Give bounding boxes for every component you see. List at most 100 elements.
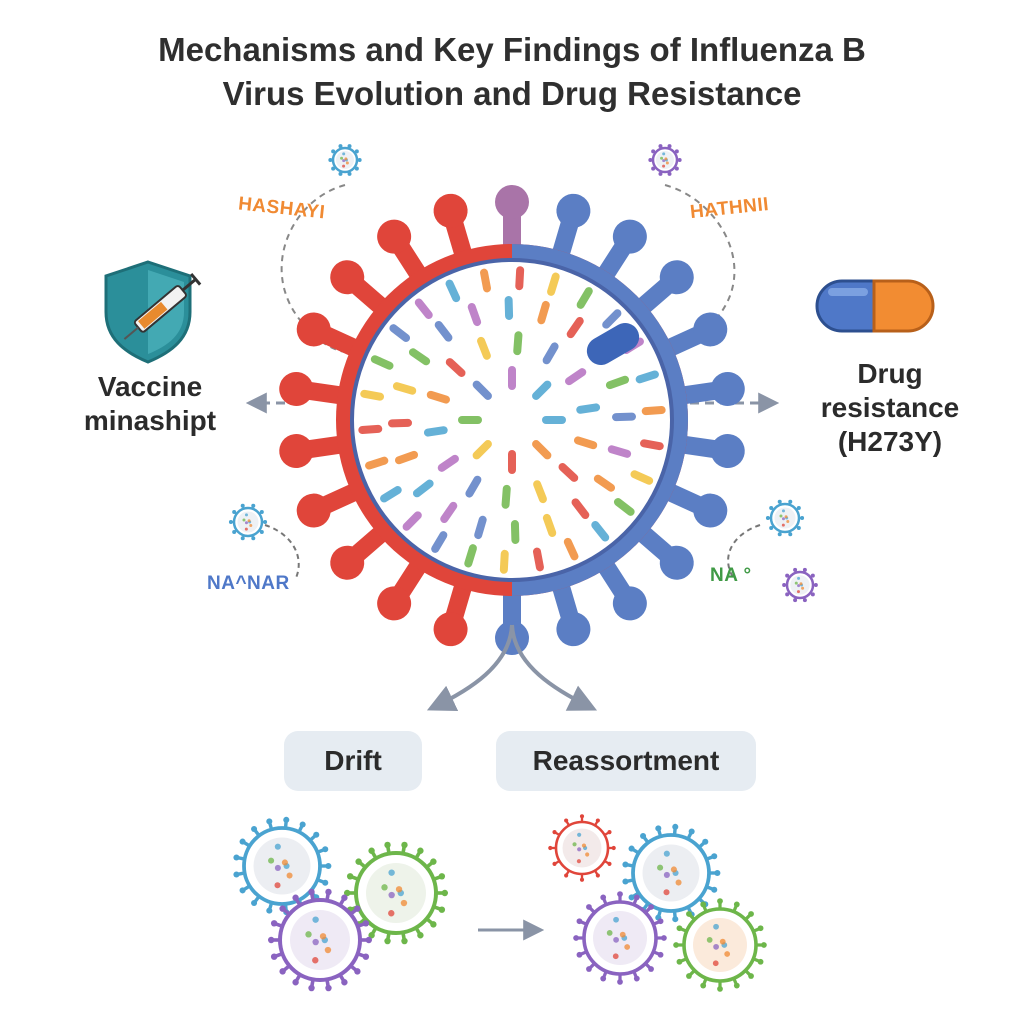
connector-bottom-left [264,524,300,581]
virion-spike-tip [259,530,264,535]
virion-particle [781,517,785,521]
virion-spike-tip [640,832,647,840]
virion-particle [724,951,731,957]
drug-resistance-label: Drug resistance (H273Y) [820,358,960,457]
virion-particle [662,159,666,163]
virion-core [693,918,747,972]
virion-spike-tip [633,894,640,901]
virion-particle [342,152,346,156]
rnp-body [402,511,422,531]
virion-particle [585,852,590,857]
virion-particle [581,843,587,848]
spike-head [296,312,331,347]
rnp-body [573,436,598,450]
virion-spike-tip [667,144,672,149]
rnp-segment [566,316,584,339]
virion-spike-tip [354,968,361,975]
main-spike [597,219,647,282]
rnp-body [510,520,520,544]
rnp-body [431,531,448,553]
rnp-body [547,272,560,296]
virion-spike-tip [347,144,352,149]
virion-spike-tip [658,144,663,149]
spike-head [296,493,331,528]
virion-spike-tip [368,932,375,939]
virion-spike-tip [270,953,278,960]
rnp-body [474,515,487,540]
rnp-body [533,480,547,504]
virion-spike-tip [576,951,583,958]
rnp-segment [472,380,492,400]
virion-particle [274,843,281,850]
virion-spike-tip [782,583,787,587]
spike-head [330,260,365,295]
rnp-body [593,474,616,492]
virion-spike-tip [579,814,585,819]
virion-particle [719,938,726,945]
rnp-segment [532,547,544,572]
rnp-segment [474,515,487,540]
rnp-body [602,309,622,329]
virion-spike-tip [240,536,245,541]
virion-particle [388,891,395,899]
virion-spike-tip [655,825,662,832]
rnp-segment [613,498,635,516]
virion-spike-tip [657,951,664,958]
virion-spike-tip [417,932,424,939]
virion-spike-tip [417,847,424,854]
virion-particle [319,933,327,940]
virion-particle [388,910,395,917]
virion-spike-tip [657,918,664,925]
rnp-segment [394,450,419,465]
rnp-body [542,342,559,365]
main-spike [552,193,591,260]
virion-spike-tip [325,888,332,896]
rnp-segment [565,368,587,386]
virion-spike-tip [299,821,306,828]
virion-spike-tip [384,841,391,849]
virion-spike-tip [796,526,801,531]
rnp-body [639,439,664,451]
small-virion [233,816,332,916]
rnp-body [508,450,516,474]
virion-spike-tip [607,861,612,866]
virion-particle [784,515,788,519]
rnp-body [630,470,654,485]
rnp-body [389,324,411,342]
rnp-segment [499,549,509,574]
virion-spike-tip [251,899,258,907]
small-virion [673,898,767,992]
virion-particle [670,866,677,873]
rnp-segment [477,336,491,360]
virion-spike-tip [362,920,370,927]
rnp-body [563,537,579,561]
virion-particle [713,943,719,950]
virion-spike-tip [325,984,332,992]
virion-spike-tip [800,516,805,520]
rnp-body [394,450,419,465]
virion-spike-tip [292,894,299,901]
virion-particle [781,509,785,513]
rnp-body [412,479,434,498]
rnp-body [558,463,579,482]
virion-spike-tip [384,937,391,945]
virion-spike-tip [251,536,256,541]
virion-spike-tip [717,986,723,992]
virion-core [774,507,796,529]
rnp-body [445,279,461,303]
virion-particle [576,859,582,864]
virion-particle [244,513,248,517]
virion-spike-tip [232,530,237,535]
spike-head [377,586,412,621]
virion-spike-tip [268,936,275,944]
virion-spike-tip [354,905,361,912]
virion-particle [796,590,800,594]
rnp-segment [563,537,579,561]
rnp-segment [605,375,630,390]
virion-spike-tip [368,847,375,854]
virion-core [253,837,311,895]
rnp-segment [576,287,593,309]
rnp-segment [571,498,590,520]
virion-spike-tip [576,918,583,925]
rnp-body [437,454,459,472]
